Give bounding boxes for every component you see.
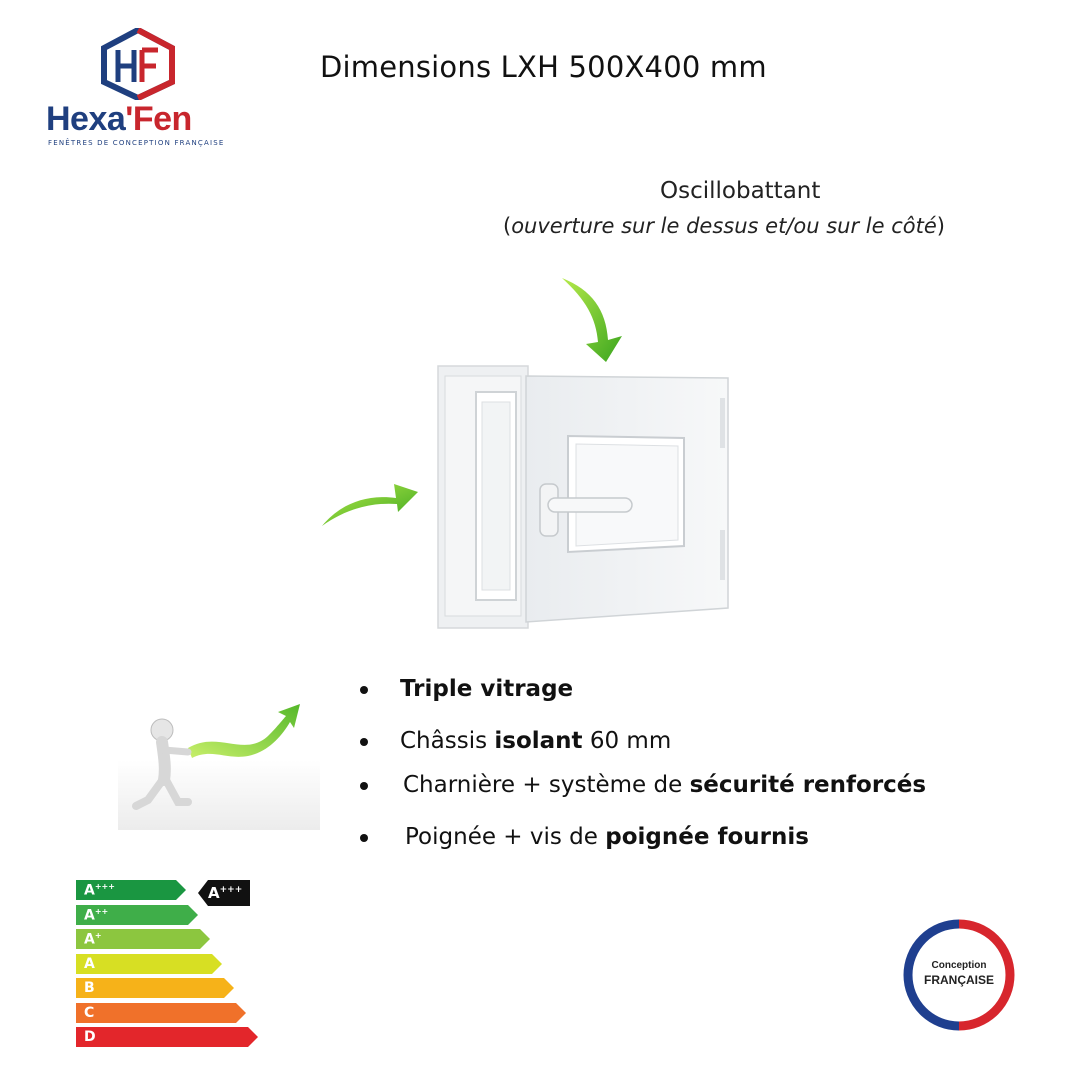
feature-text: Châssis isolant 60 mm <box>400 728 671 754</box>
badge-line1: Conception <box>932 960 987 971</box>
stick-figure-arrow-icon <box>118 704 320 830</box>
feature-part: Châssis <box>400 728 495 754</box>
feature-part: 60 mm <box>582 728 672 754</box>
feature-part: isolant <box>494 728 583 754</box>
opening-description-text: ouverture sur le dessus et/ou sur le côt… <box>511 214 937 238</box>
energy-class-bar: A++ <box>76 904 200 925</box>
energy-class-label: D <box>84 1029 96 1045</box>
energy-class-label: A++ <box>84 906 109 924</box>
brand-name-part2: Fen <box>132 100 192 138</box>
energy-class-label: A <box>84 955 95 972</box>
energy-selected-class: A+++ <box>198 880 250 906</box>
brand-logo: Hexa'Fen FENÊTRES DE CONCEPTION FRANÇAIS… <box>44 28 224 153</box>
feature-part: poignée fournis <box>605 824 809 850</box>
energy-class-bar: B <box>76 978 236 998</box>
energy-class-bar: A+ <box>76 929 212 949</box>
open-paren: ( <box>503 214 512 238</box>
bullet <box>360 738 368 746</box>
arrow-right-icon <box>322 484 418 526</box>
bullet <box>360 782 368 790</box>
opening-description: (ouverture sur le dessus et/ou sur le cô… <box>503 214 945 238</box>
page-title: Dimensions LXH 500X400 mm <box>320 50 767 84</box>
badge-line2: FRANÇAISE <box>924 973 994 987</box>
opening-type: Oscillobattant <box>660 178 821 204</box>
energy-class-bar: A+++ <box>76 880 188 900</box>
energy-class-label: A+ <box>84 931 102 948</box>
feature-part: Triple vitrage <box>400 676 574 702</box>
energy-class-label: C <box>84 1004 95 1021</box>
energy-class-bar: A <box>76 953 224 974</box>
energy-class-label: A+++ <box>84 882 115 899</box>
energy-selected-label: A+++ <box>208 884 243 902</box>
bullet <box>360 686 368 694</box>
arrow-down-icon <box>562 278 622 362</box>
window-illustration <box>322 278 729 629</box>
feature-part: sécurité renforcés <box>689 772 927 798</box>
feature-text: Charnière + système de sécurité renforcé… <box>403 772 926 798</box>
brand-name-part1: Hexa <box>46 100 126 138</box>
feature-text: Triple vitrage <box>400 676 573 702</box>
feature-part: Charnière + système de <box>403 772 690 798</box>
brand-wordmark: Hexa'Fen <box>46 100 192 139</box>
energy-class-bar: C <box>76 1002 248 1023</box>
energy-class-bar: D <box>76 1027 260 1047</box>
french-flag-badge-icon: Conception FRANÇAISE <box>903 919 1015 1031</box>
close-paren: ) <box>936 214 945 238</box>
hexafen-logo-icon <box>101 28 175 100</box>
window-icon <box>437 365 729 629</box>
bullet <box>360 834 368 842</box>
energy-class-label: B <box>84 980 95 996</box>
feature-text: Poignée + vis de poignée fournis <box>405 824 809 850</box>
brand-apostrophe: ' <box>125 100 133 138</box>
feature-part: Poignée + vis de <box>405 824 606 850</box>
brand-tagline: FENÊTRES DE CONCEPTION FRANÇAISE <box>48 139 225 147</box>
